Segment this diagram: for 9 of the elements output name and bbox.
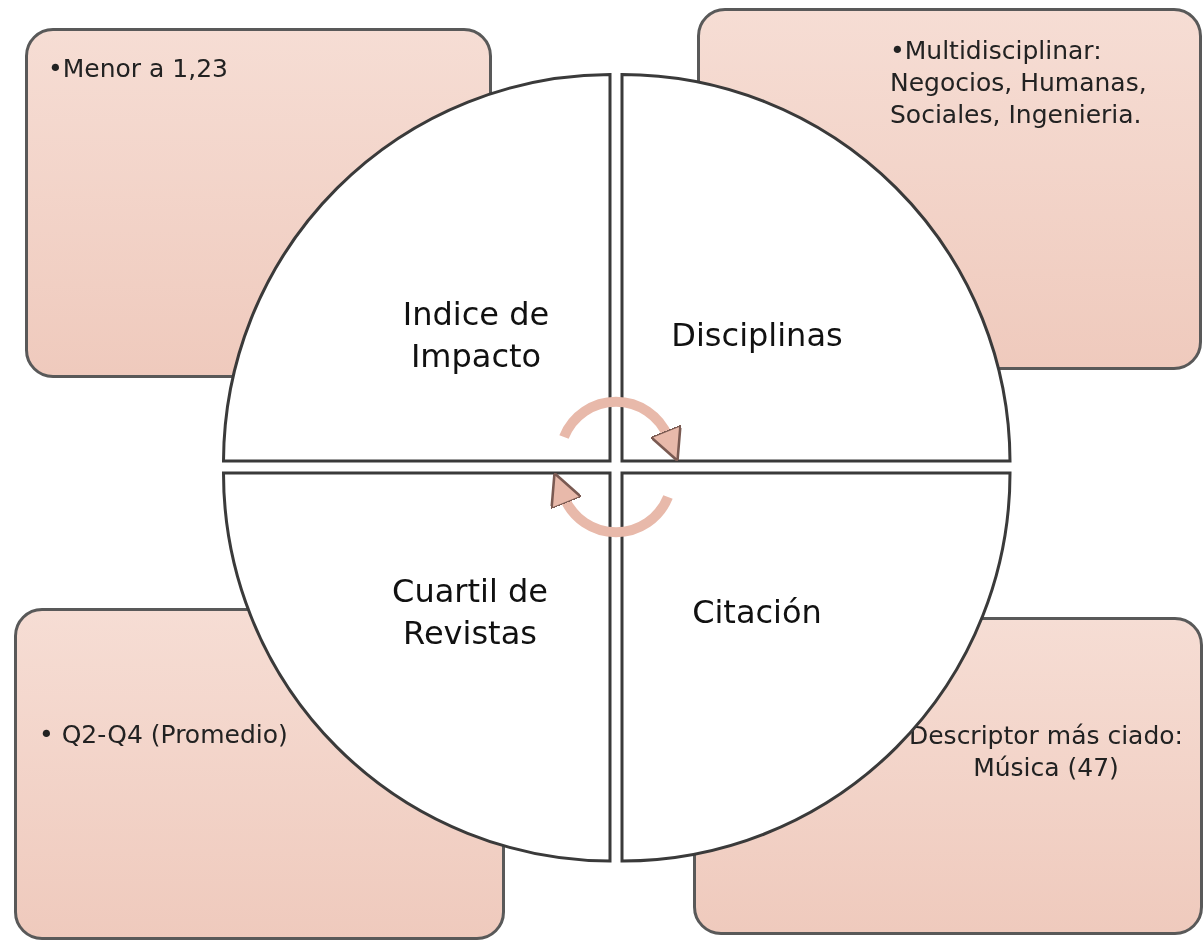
bullet-text: •Menor a 1,23 [48,53,229,85]
circle-quadrant [622,73,1010,461]
bullet-text: • Q2-Q4 (Promedio) [39,719,289,751]
quadrant-label: Indice de Impacto [401,294,551,377]
bullet-text: Descriptor más ciado: Música (47) [907,720,1185,784]
bullet-text: •Multidisciplinar: Negocios, Humanas, Sociales, Ingenieria. [890,35,1148,131]
quadrant-label: Citación [691,592,823,633]
quadrant-label: Disciplinas [670,315,844,356]
quadrant-label: Cuartil de Revistas [391,571,549,654]
